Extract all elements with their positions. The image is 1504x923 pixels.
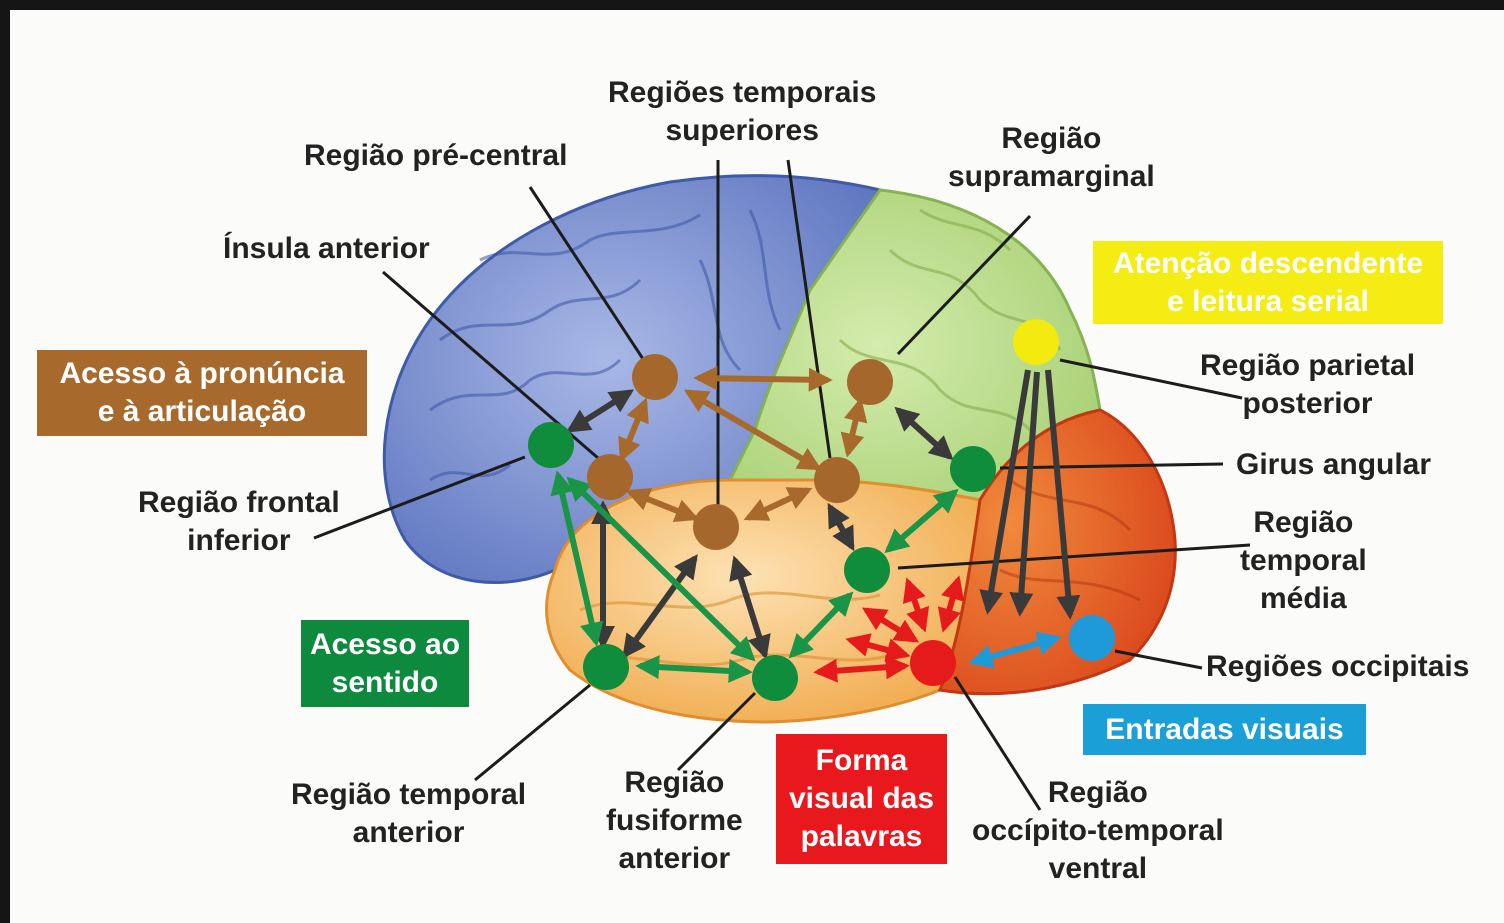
label-temporal-ant-line2: anterior xyxy=(291,814,526,852)
box-entradas-line1: Entradas visuais xyxy=(1105,711,1343,749)
label-occ-temp-ventral-line1: Região xyxy=(972,774,1224,812)
label-sup-temporal: Regiões temporais superiores xyxy=(608,74,876,150)
label-fusiforme: Região fusiforme anterior xyxy=(606,764,743,878)
label-temporal-ant-line1: Região temporal xyxy=(291,776,526,814)
box-forma: Forma visual das palavras xyxy=(776,734,947,864)
box-atencao-line2: e leitura serial xyxy=(1167,283,1369,321)
leader-temporal-ant xyxy=(475,685,590,780)
label-temporal-ant: Região temporal anterior xyxy=(291,776,526,852)
box-pronuncia-line2: e à articulação xyxy=(98,393,306,431)
box-sentido-line2: sentido xyxy=(332,664,439,702)
label-supramarginal-line2: supramarginal xyxy=(948,158,1155,196)
box-pronuncia-line1: Acesso à pronúncia xyxy=(59,355,344,393)
box-pronuncia: Acesso à pronúncia e à articulação xyxy=(37,350,367,436)
node-occipital xyxy=(1069,615,1115,661)
label-girus-angular: Girus angular xyxy=(1236,446,1431,484)
label-pre-central: Região pré-central xyxy=(304,137,567,175)
node-sup-temporal-posterior xyxy=(814,457,860,503)
label-supramarginal-line1: Região xyxy=(948,120,1155,158)
box-forma-line2: visual das xyxy=(789,780,934,818)
node-parietal-post xyxy=(1013,319,1059,365)
label-supramarginal: Região supramarginal xyxy=(948,120,1155,196)
label-sup-temporal-line2: superiores xyxy=(608,112,876,150)
label-sup-temporal-line1: Regiões temporais xyxy=(608,74,876,112)
node-temporal-ant xyxy=(583,644,629,690)
node-vwfa xyxy=(910,640,956,686)
node-pre-central xyxy=(632,354,678,400)
box-sentido: Acesso ao sentido xyxy=(301,620,469,707)
box-forma-line1: Forma xyxy=(816,742,908,780)
node-insula xyxy=(587,454,633,500)
node-supramarginal xyxy=(847,359,893,405)
label-fusiforme-line1: Região xyxy=(606,764,743,802)
label-fusiforme-line3: anterior xyxy=(606,840,743,878)
label-occ-temp-ventral: Região occípito-temporal ventral xyxy=(972,774,1224,888)
label-occ-temp-ventral-line2: occípito-temporal xyxy=(972,812,1224,850)
label-occipitais: Regiões occipitais xyxy=(1206,648,1469,686)
box-entradas: Entradas visuais xyxy=(1083,704,1366,755)
label-frontal-inf-line1: Região frontal xyxy=(138,484,340,522)
label-frontal-inf: Região frontal inferior xyxy=(138,484,340,560)
label-fusiforme-line2: fusiforme xyxy=(606,802,743,840)
label-insula: Ínsula anterior xyxy=(223,230,430,268)
label-parietal-post-line2: posterior xyxy=(1200,385,1415,423)
box-sentido-line1: Acesso ao xyxy=(310,626,460,664)
label-temporal-media: Região temporal média xyxy=(1240,504,1367,618)
box-forma-line3: palavras xyxy=(801,818,923,856)
node-temporal-media xyxy=(844,547,890,593)
label-temporal-media-line2: temporal xyxy=(1240,542,1367,580)
node-fusiforme xyxy=(752,655,798,701)
diagram-stage: Regiões temporais superiores Região pré-… xyxy=(10,10,1504,923)
label-parietal-post: Região parietal posterior xyxy=(1200,347,1415,423)
node-frontal-inf xyxy=(528,422,574,468)
box-atencao-line1: Atenção descendente xyxy=(1113,245,1423,283)
label-frontal-inf-line2: inferior xyxy=(138,522,340,560)
node-sup-temporal-anterior xyxy=(693,504,739,550)
box-atencao: Atenção descendente e leitura serial xyxy=(1093,241,1443,324)
label-temporal-media-line1: Região xyxy=(1240,504,1367,542)
label-temporal-media-line3: média xyxy=(1240,580,1367,618)
arrow-brown-1 xyxy=(698,378,828,380)
label-parietal-post-line1: Região parietal xyxy=(1200,347,1415,385)
label-occ-temp-ventral-line3: ventral xyxy=(972,850,1224,888)
node-girus-angular xyxy=(950,446,996,492)
